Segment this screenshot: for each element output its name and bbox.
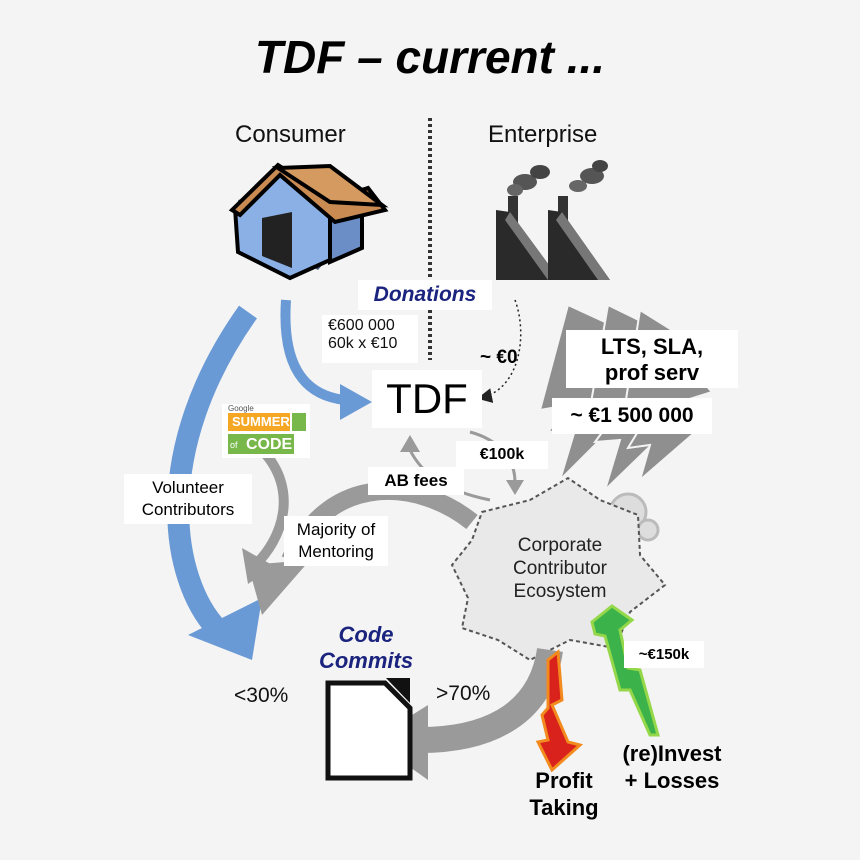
ecosystem-to-code-arrow — [419, 647, 563, 753]
prof-serv-label: prof serv — [604, 360, 700, 385]
invest-arrow — [590, 604, 660, 737]
code-commits-label: Code Commits — [310, 622, 422, 674]
less-30-label: <30% — [234, 684, 289, 707]
lts-box: LTS, SLA, prof serv — [566, 330, 738, 388]
gsoc-logo — [222, 404, 310, 458]
gsoc-code: CODE — [246, 436, 293, 453]
ecosystem-label: Corporate Contributor Ecosystem — [500, 534, 620, 603]
gsoc-mentoring-arrow — [251, 446, 289, 569]
reinvest-line2: + Losses — [624, 768, 720, 793]
enterprise-amount-box: ~ €1 500 000 — [552, 398, 712, 434]
document-icon — [325, 678, 413, 781]
ecosystem-line3: Ecosystem — [513, 581, 607, 602]
invest-150k-box: ~€150k — [624, 641, 704, 668]
volunteer-line2: Contributors — [141, 500, 235, 519]
gsoc-google: Google — [228, 404, 254, 413]
profit-label: Profit Taking — [524, 767, 604, 821]
volunteer-line1: Volunteer — [152, 478, 224, 497]
mentoring-line1: Majority of — [296, 520, 376, 539]
consumer-heading: Consumer — [235, 121, 346, 148]
fee-100k-box: €100k — [456, 441, 548, 469]
more-70-label: >70% — [436, 682, 491, 705]
ab-fees-box: AB fees — [368, 467, 464, 495]
ecosystem-line1: Corporate — [517, 535, 603, 556]
reinvest-label: (re)Invest + Losses — [614, 740, 730, 794]
tdf-label: TDF — [386, 375, 468, 422]
code-line1: Code — [338, 622, 394, 647]
volunteer-arrow — [167, 305, 257, 638]
house-icon — [228, 162, 389, 281]
donation-amount: €600 000 — [328, 317, 395, 334]
profit-line2: Taking — [529, 795, 599, 820]
approx-zero-label: ~ €0 — [480, 347, 518, 368]
page-title: TDF – current ... — [254, 31, 606, 83]
consumer-to-tdf-arrow — [280, 299, 346, 405]
ab-fees-label: AB fees — [384, 471, 448, 490]
donation-dotted-arrow — [477, 299, 522, 403]
profit-line1: Profit — [535, 768, 593, 793]
gsoc-summer: SUMMER — [232, 414, 290, 429]
lts-label: LTS, SLA, — [600, 334, 704, 359]
fee-100k-label: €100k — [479, 446, 525, 463]
gsoc-of: of — [230, 440, 238, 450]
enterprise-amount: ~ €1 500 000 — [570, 404, 694, 427]
mentoring-box: Majority of Mentoring — [284, 516, 388, 566]
mentoring-line2: Mentoring — [298, 542, 374, 561]
donation-amount-box: €600 000 60k x €10 — [322, 315, 418, 363]
code-line2: Commits — [318, 648, 414, 673]
reinvest-line1: (re)Invest — [622, 741, 722, 766]
profit-arrow — [535, 649, 584, 773]
enterprise-heading: Enterprise — [488, 121, 598, 148]
volunteer-box: Volunteer Contributors — [124, 474, 252, 524]
factory-icon — [496, 160, 610, 280]
donations-label: Donations — [373, 283, 477, 306]
donation-detail: 60k x €10 — [328, 335, 398, 352]
donations-box: Donations — [358, 280, 492, 310]
invest-150k-label: ~€150k — [638, 646, 690, 663]
ecosystem-line2: Contributor — [513, 558, 607, 579]
tdf-box: TDF — [372, 370, 482, 428]
